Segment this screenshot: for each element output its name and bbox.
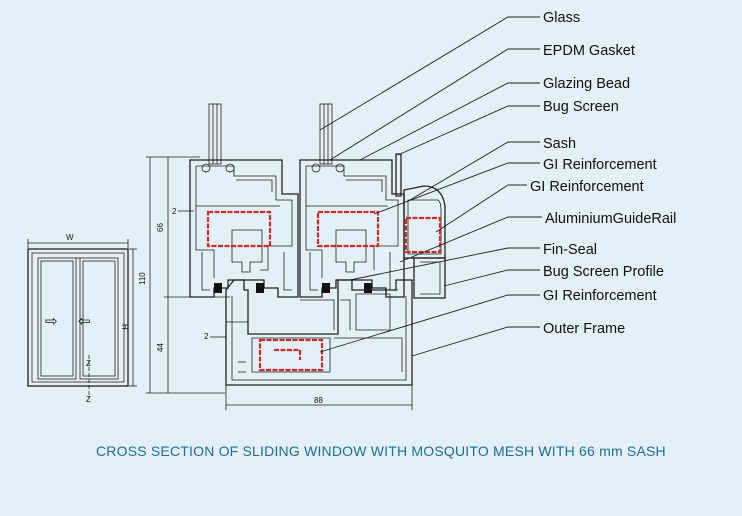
outer-frame-profile — [225, 279, 413, 386]
label-glazing-bead: Glazing Bead — [543, 76, 630, 92]
gap-dim-lower: 2 — [204, 332, 209, 341]
vertical-dimensions: 110 66 44 2 2 — [138, 156, 230, 394]
right-sash-profile — [299, 159, 405, 298]
section-marker-top: Z — [86, 359, 91, 368]
bug-screen-profile — [413, 257, 446, 299]
label-epdm-gasket: EPDM Gasket — [543, 43, 635, 59]
left-glass — [208, 103, 222, 165]
gap-dim-upper: 2 — [172, 207, 177, 216]
label-bug-screen: Bug Screen — [543, 99, 619, 115]
left-sash-reinforcement — [206, 210, 272, 248]
guide-rail-reinforcement — [404, 216, 442, 254]
elevation-right-panel — [79, 257, 119, 380]
elevation-outer-frame — [27, 248, 129, 387]
frame-width-dim: 88 — [314, 396, 323, 405]
left-sash-profile — [189, 159, 299, 298]
elevation-inner-frame — [31, 252, 125, 383]
right-sash-reinforcement — [316, 210, 380, 248]
diagram-caption: CROSS SECTION OF SLIDING WINDOW WITH MOS… — [96, 443, 666, 459]
frame-reinforcement — [258, 338, 324, 372]
slide-right-arrow-icon: ⇨ — [45, 313, 58, 330]
height-label: H — [120, 324, 129, 330]
sash-height-dim: 66 — [156, 223, 165, 232]
frame-height-dim: 44 — [156, 343, 165, 352]
label-glass: Glass — [543, 10, 580, 26]
horizontal-dimension: 88 — [225, 385, 413, 410]
right-glass — [319, 103, 333, 165]
bug-screen-mesh — [395, 153, 402, 197]
callout-leaders — [319, 16, 542, 357]
label-gi-reinforcement-1: GI Reinforcement — [543, 157, 657, 173]
label-fin-seal: Fin-Seal — [543, 242, 597, 258]
width-label: W — [66, 233, 74, 242]
elevation-left-panel — [37, 257, 77, 380]
slide-left-arrow-icon: ⇦ — [78, 313, 91, 330]
aluminium-guide-rail — [403, 185, 446, 259]
callout-labels: Glass EPDM Gasket Glazing Bead Bug Scree… — [530, 10, 676, 337]
glass-panes — [208, 103, 333, 165]
label-bug-screen-profile: Bug Screen Profile — [543, 264, 664, 280]
section-marker-bottom: Z — [86, 395, 91, 404]
label-sash: Sash — [543, 136, 576, 152]
label-gi-reinforcement-2: GI Reinforcement — [530, 179, 644, 195]
label-gi-reinforcement-3: GI Reinforcement — [543, 288, 657, 304]
window-elevation: W H ⇨ ⇦ Z Z — [27, 233, 137, 404]
label-outer-frame: Outer Frame — [543, 321, 625, 337]
label-aluminium-guide-rail: AluminiumGuideRail — [545, 211, 676, 227]
total-height-dim: 110 — [138, 272, 147, 285]
